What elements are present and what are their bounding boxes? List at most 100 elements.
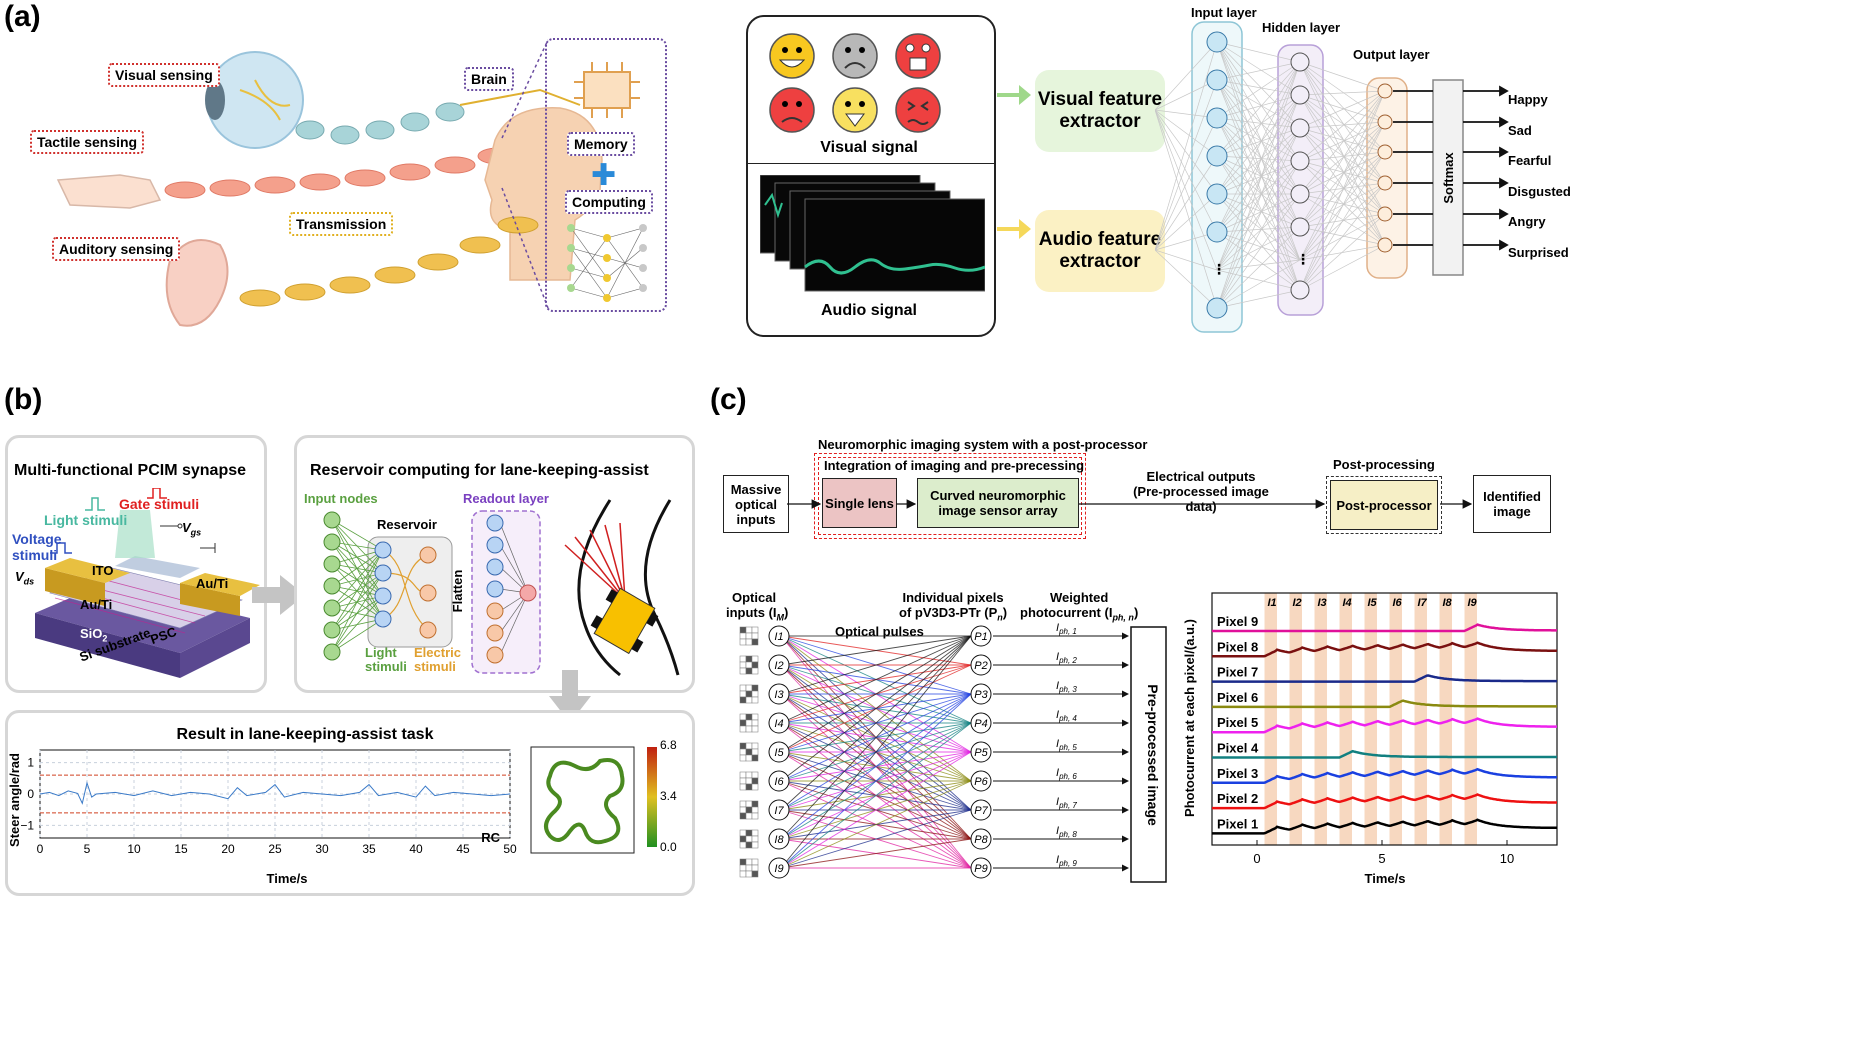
input-pattern-icon (739, 655, 759, 675)
light-res-line2: stimuli (365, 659, 407, 674)
audio-signal-label: Audio signal (821, 302, 917, 319)
curved-line1: Curved neuromorphic (930, 488, 1066, 503)
panel-b-label: (b) (4, 383, 43, 416)
output-angry: Angry (1508, 214, 1546, 229)
pixel-node-label: P8 (974, 834, 988, 846)
input-nodes-label: Input nodes (304, 491, 378, 506)
input-pattern-icon (739, 771, 759, 791)
pixel-series-label: Pixel 9 (1217, 614, 1258, 629)
transmission-tag: Transmission (289, 212, 394, 236)
iph-label: Iph, 5 (1056, 738, 1077, 752)
steer-xtick: 35 (362, 842, 376, 856)
output-node (1377, 114, 1393, 130)
vgs-v: V (182, 520, 191, 535)
rc-title: Reservoir computing for lane-keeping-ass… (310, 462, 649, 479)
vds-sub: ds (23, 576, 35, 587)
hidden-node (1290, 118, 1310, 138)
right-arrow-icon (252, 575, 305, 615)
rc-series-tag: RC (481, 830, 500, 845)
hidden-node (1290, 52, 1310, 72)
chip-icon (574, 62, 640, 118)
reservoir-orange-node (419, 546, 437, 564)
pulse-band (1289, 593, 1302, 845)
readout-node (486, 624, 504, 642)
optical-inputs-header: Optical inputs (IM) (726, 590, 788, 626)
pixel-node (970, 857, 992, 879)
steer-xtick: 45 (456, 842, 470, 856)
pulse-band (1339, 593, 1352, 845)
track-map (530, 746, 635, 854)
pulse-edge (780, 635, 972, 695)
weighted-line1: Weighted (1050, 590, 1109, 605)
steer-xtick: 25 (268, 842, 282, 856)
pulse-band (1464, 593, 1477, 845)
output-fearful: Fearful (1508, 153, 1552, 168)
computing-tag: Computing (565, 190, 653, 214)
pulse-label: I9 (1468, 597, 1478, 609)
pulse-edge (780, 635, 972, 666)
hidden-node (1290, 151, 1310, 171)
output-node (1377, 144, 1393, 160)
steer-xtick: 15 (174, 842, 188, 856)
steer-xtick: 50 (503, 842, 517, 856)
massive-line3: inputs (736, 511, 776, 527)
audio-extractor-line1: Audio feature (1038, 229, 1162, 250)
optical-input-label: I7 (774, 805, 784, 817)
input-node (1206, 183, 1228, 205)
optical-inputs-line1: Optical (732, 590, 777, 605)
input-node (1206, 297, 1228, 319)
readout-output-node (519, 584, 537, 602)
pixel-node (970, 741, 992, 763)
rc-input-node (323, 511, 341, 529)
hidden-layer-label: Hidden layer (1262, 20, 1341, 35)
sensing-illustration (56, 51, 603, 327)
colorbar-max: 6.8 (660, 738, 677, 752)
pulse-edge (780, 751, 972, 869)
electrical-outputs-label: Electrical outputs (Pre-processed image … (1116, 469, 1286, 514)
pixel-node (970, 799, 992, 821)
pulse-label: I4 (1343, 597, 1352, 609)
optical-input-label: I6 (774, 776, 784, 788)
optical-input-node (768, 741, 790, 763)
synapse-title: Multi-functional PCIM synapse (14, 462, 247, 479)
pulse-band (1414, 593, 1427, 845)
reservoir-label: Reservoir (377, 517, 437, 532)
steer-ylabel: Steer angle/rad (7, 753, 22, 847)
individual-line1: Individual pixels (902, 590, 1004, 605)
pulse-edge (780, 635, 972, 753)
pulse-edge (780, 722, 972, 869)
photocurrent-xtick: 10 (1500, 851, 1514, 866)
electric-stimuli-label: Electric stimuli (414, 646, 461, 674)
post-processing-title: Post-processing (1333, 457, 1435, 472)
photocurrent-series-line (1212, 623, 1557, 633)
iph-label: Iph, 3 (1056, 680, 1077, 694)
photocurrent-series-line (1212, 793, 1557, 810)
panel-a-label: (a) (4, 0, 41, 33)
audio-feature-extractor: Audio feature extractor (1035, 210, 1165, 292)
light-stimuli-res-label: Light stimuli (365, 646, 407, 674)
vds-label: Vds (15, 569, 34, 587)
vgs-sub: gs (190, 527, 202, 538)
reservoir-blue-node (374, 587, 392, 605)
result-title: Result in lane-keeping-assist task (176, 726, 434, 743)
readout-node (486, 558, 504, 576)
brain-connector-lines (501, 39, 549, 309)
pulse-band (1314, 593, 1327, 845)
rc-input-node (323, 599, 341, 617)
output-emotion-list: Happy Sad Fearful Disgusted Angry Surpri… (1508, 85, 1571, 268)
system-title: Neuromorphic imaging system with a post-… (818, 437, 1148, 452)
curved-sensor-box: Curved neuromorphic image sensor array (917, 478, 1079, 528)
mini-network-icon (567, 224, 647, 302)
road-car-illustration (564, 499, 680, 677)
steer-xtick: 30 (315, 842, 329, 856)
pulse-label: I7 (1418, 597, 1428, 609)
photocurrent-series-line (1212, 818, 1557, 835)
neural-network-diagram: ⋮⋮ Softmax (1155, 21, 1509, 333)
pixel-series-label: Pixel 2 (1217, 791, 1258, 806)
weighted-line2: photocurrent (Iph, n) (1020, 605, 1139, 623)
identified-image-box: Identified image (1473, 475, 1551, 533)
readout-node (486, 536, 504, 554)
pixel-node (970, 683, 992, 705)
readout-node (486, 514, 504, 532)
